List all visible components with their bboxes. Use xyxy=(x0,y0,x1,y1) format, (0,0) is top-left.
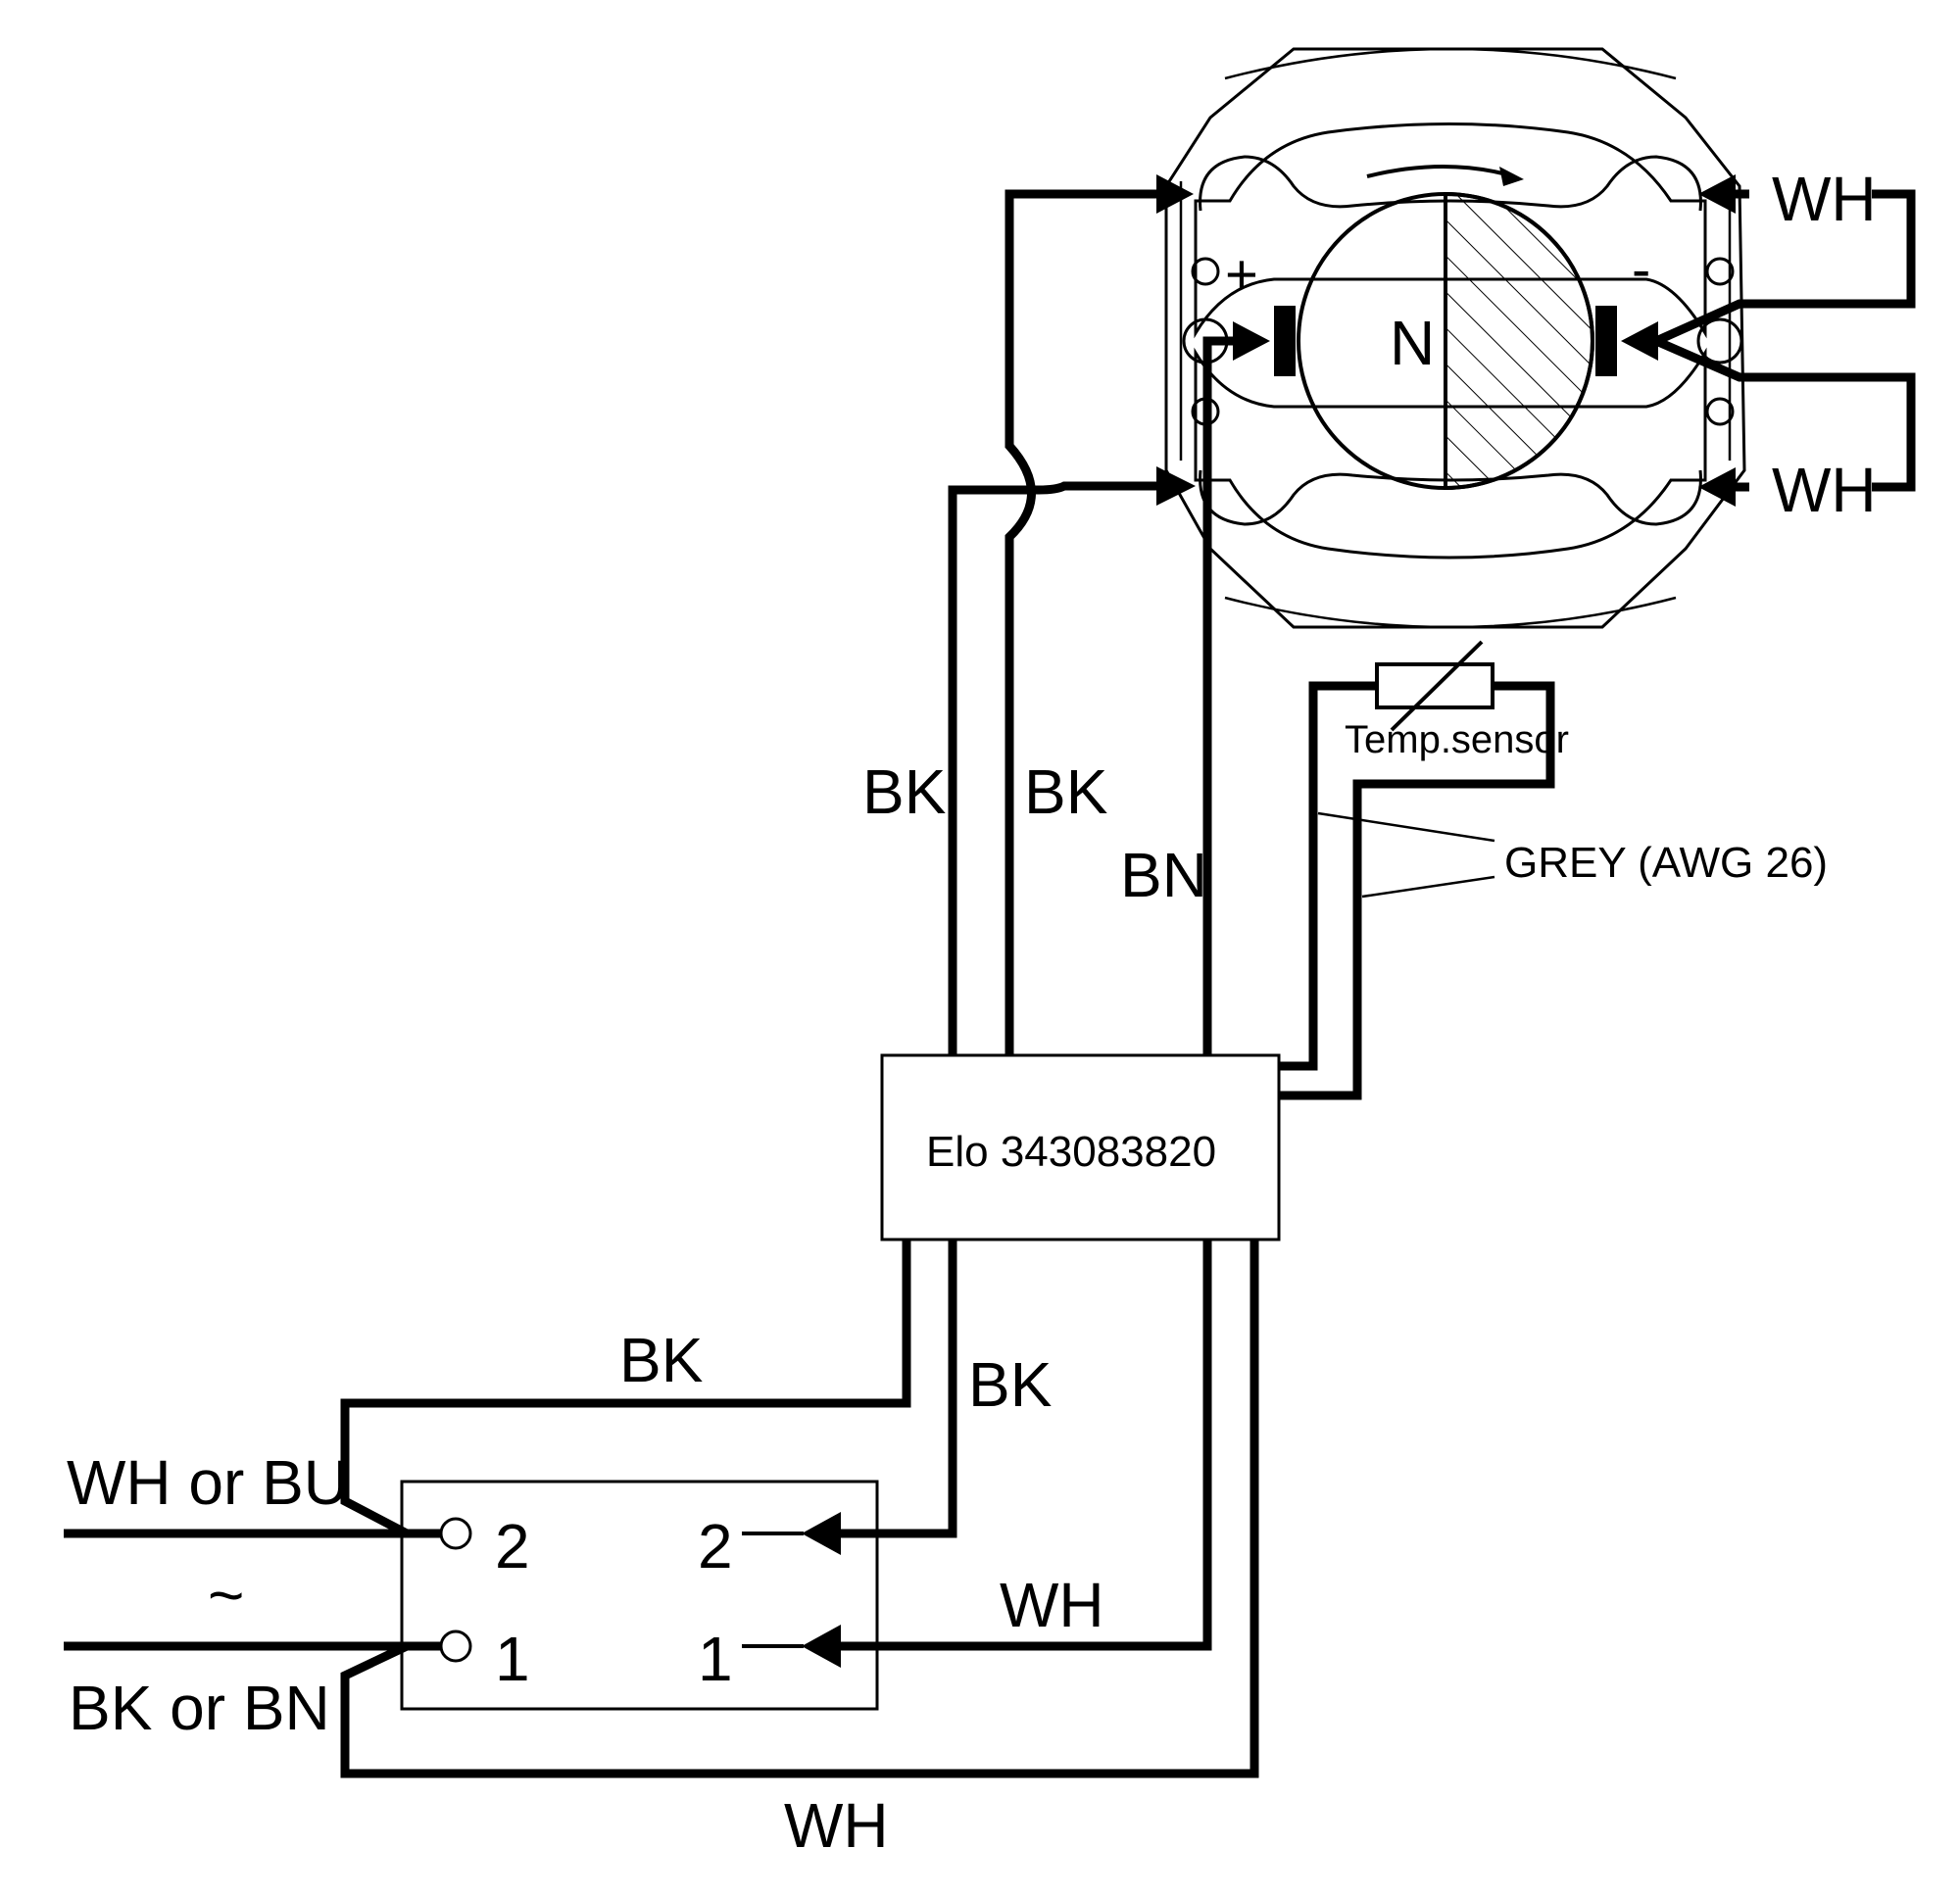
ac-symbol: ~ xyxy=(208,1560,244,1630)
rotor-hatched-half xyxy=(1444,191,1594,491)
terminal-left-2 xyxy=(439,1517,472,1550)
wire-bk-to-right-2 xyxy=(841,1240,957,1538)
brush-plus xyxy=(1274,306,1296,376)
label-bk-to-left-2: BK xyxy=(619,1325,703,1395)
wire-wh-bottom-loop xyxy=(340,1240,1259,1778)
terminal-right-1-label: 1 xyxy=(698,1624,733,1694)
minus-label: - xyxy=(1632,238,1650,302)
terminal-wires: BK BK WH WH xyxy=(340,1240,1259,1861)
label-bn-armature: BN xyxy=(1120,840,1207,910)
temp-sensor: Temp.sensor GREY (AWG 26) xyxy=(1279,640,1828,1100)
terminal-left-2-label: 2 xyxy=(495,1511,530,1581)
field-coil-bottom xyxy=(1194,347,1707,559)
wire-wh-motor-bottom xyxy=(1654,336,1916,492)
label-wh-to-right-1: WH xyxy=(1000,1570,1104,1640)
label-wh-bottom-loop: WH xyxy=(784,1790,889,1861)
motor: N + - xyxy=(1164,47,1746,629)
wire-wh-motor-top xyxy=(1654,189,1916,346)
mount-hole xyxy=(1696,317,1743,365)
wire-bk-field-top xyxy=(1004,189,1171,1061)
label-wh-motor-top: WH xyxy=(1772,164,1877,234)
controller-box xyxy=(880,1053,1281,1241)
wire-sensor-grey-inner xyxy=(1279,681,1555,1100)
controller-label: Elo 343083820 xyxy=(926,1128,1216,1176)
controller: Elo 343083820 xyxy=(880,1053,1281,1241)
label-bk-field-right: BK xyxy=(1024,756,1107,827)
field-coil-top xyxy=(1194,122,1707,339)
wire-wh-to-right-1 xyxy=(841,1240,1212,1651)
terminal-block: 2 1 2 1 xyxy=(400,1480,879,1711)
terminal-left-1-label: 1 xyxy=(495,1624,530,1694)
terminal-right-2-label: 2 xyxy=(698,1511,733,1581)
label-bk-field-left: BK xyxy=(862,756,946,827)
supply: WH or BU BK or BN ~ xyxy=(64,1447,441,1743)
terminal-left-1 xyxy=(439,1629,472,1663)
pole-label: N xyxy=(1390,308,1435,378)
supply-top-label: WH or BU xyxy=(67,1447,349,1518)
mount-hole xyxy=(1705,397,1735,426)
brush-minus xyxy=(1595,306,1617,376)
sensor-label: Temp.sensor xyxy=(1345,718,1569,761)
terminal-block-box xyxy=(400,1480,879,1711)
wire-sensor-grey-outer xyxy=(1279,681,1377,1071)
wire-bk-field-bottom xyxy=(948,481,1176,1061)
plus-label: + xyxy=(1225,243,1258,307)
mount-hole xyxy=(1191,257,1220,286)
mount-hole xyxy=(1705,257,1735,286)
rotation-arrow xyxy=(1366,165,1515,178)
supply-bottom-label: BK or BN xyxy=(69,1673,330,1743)
label-bk-to-right-2: BK xyxy=(968,1349,1052,1420)
sensor-wire-label: GREY (AWG 26) xyxy=(1504,839,1828,887)
wire-bn-armature xyxy=(1202,336,1243,1061)
label-wh-motor-bottom: WH xyxy=(1772,455,1877,525)
motor-wires: WH WH BK BK BN xyxy=(862,164,1916,1061)
